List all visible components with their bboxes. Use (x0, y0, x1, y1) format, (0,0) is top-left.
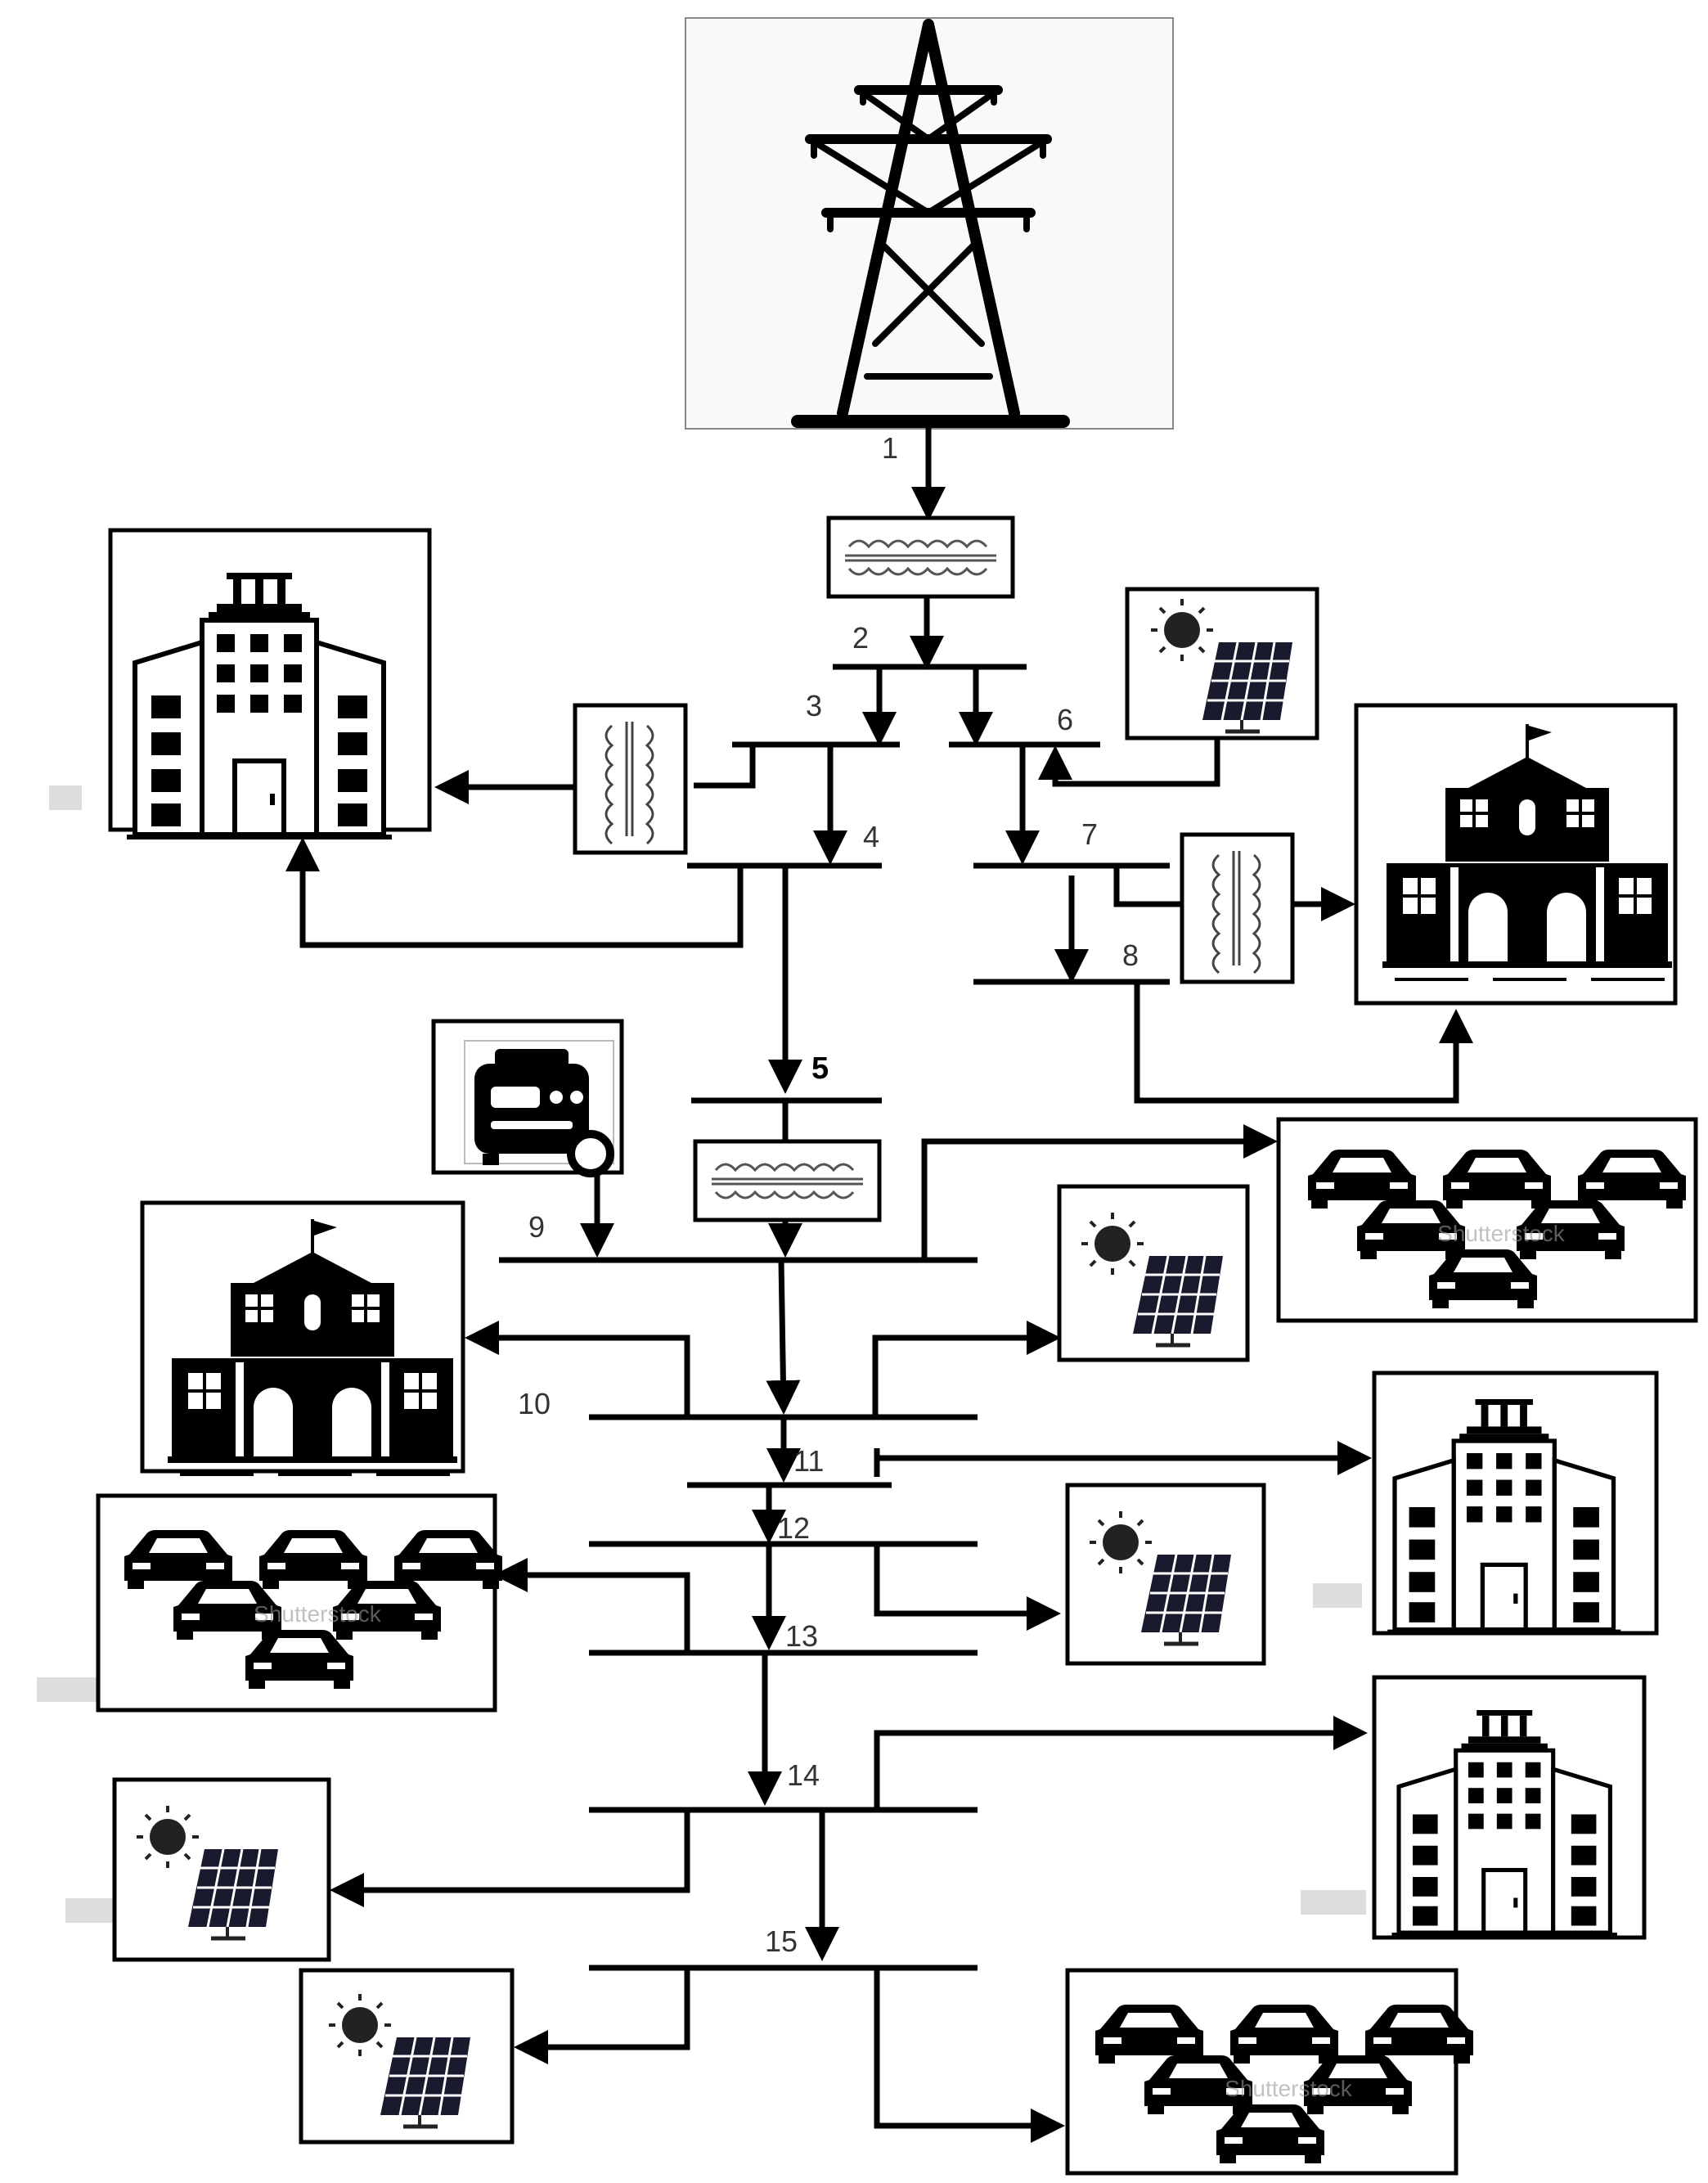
bus-label-6: 6 (1057, 703, 1073, 736)
bus-label-7: 7 (1081, 817, 1098, 851)
solar-panel-icon (1065, 1483, 1266, 1666)
civic-building-icon (1354, 703, 1678, 1006)
bus-label-8: 8 (1122, 938, 1139, 972)
transformer-icon (829, 518, 1013, 596)
ev-parking-icon (1276, 1117, 1698, 1323)
solar-panel-icon (1057, 1184, 1250, 1362)
ev-parking-icon (37, 1493, 502, 1713)
bus-label-9: 9 (528, 1210, 545, 1244)
civic-building-icon (140, 1200, 465, 1478)
bus-label-4: 4 (863, 820, 879, 853)
transmission-tower-icon (791, 19, 1070, 428)
bus-label-5: 5 (811, 1051, 829, 1086)
bus-label-1: 1 (882, 431, 898, 465)
solar-panel-icon (65, 1777, 331, 1962)
bus-label-12: 12 (777, 1511, 810, 1545)
office-building-icon (1313, 1371, 1659, 1634)
transformer-icon (1182, 835, 1292, 982)
bus-label-14: 14 (787, 1758, 820, 1792)
transformer-icon (695, 1141, 879, 1220)
office-building-icon (49, 528, 432, 839)
bus-label-2: 2 (852, 621, 869, 655)
solar-panel-icon (1125, 587, 1319, 740)
bus-label-15: 15 (765, 1924, 798, 1958)
generator-icon (431, 1019, 624, 1173)
solar-panel-icon (299, 1968, 515, 2145)
bus-label-13: 13 (785, 1619, 818, 1653)
bus-label-3: 3 (806, 689, 822, 722)
transformer-icon (575, 705, 685, 853)
ev-parking-icon (1065, 1968, 1473, 2176)
office-building-icon (1301, 1675, 1647, 1940)
bus-label-11: 11 (793, 1444, 824, 1478)
grid-source (685, 17, 1174, 430)
bus-label-10: 10 (518, 1387, 551, 1420)
